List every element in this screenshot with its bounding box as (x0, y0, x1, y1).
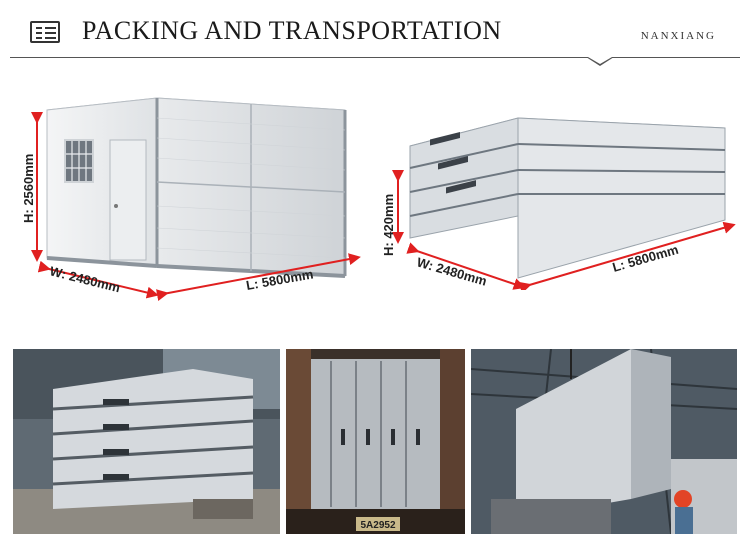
length-arrow (518, 221, 736, 290)
crane-lifting-photo (471, 349, 737, 534)
length-arrow (155, 253, 361, 302)
width-arrow (37, 260, 159, 299)
section-title: PACKING AND TRANSPORTATION (82, 16, 502, 45)
section-header: PACKING AND TRANSPORTATION NANXIANG (0, 0, 750, 70)
truck-plate: 5A2952 (360, 520, 395, 531)
brand-name: NANXIANG (640, 30, 716, 42)
container-loading-photo: 5A2952 (286, 349, 465, 534)
stacked-packages-photo (13, 349, 280, 534)
list-icon (30, 21, 60, 43)
unfolded-container-diagram: H: 2560mm W: 2480mm L: 5800mm (21, 97, 361, 302)
folded-package-diagram: H: 420mm W: 2480mm L: 5800mm (381, 117, 736, 290)
height-label: H: 420mm (381, 194, 396, 256)
height-label: H: 2560mm (21, 154, 36, 223)
fork-pocket (430, 132, 460, 146)
header-divider (10, 57, 740, 58)
width-label: W: 2480mm (48, 263, 122, 295)
width-label: W: 2480mm (415, 254, 488, 288)
width-arrow (406, 242, 526, 290)
door (109, 139, 147, 261)
